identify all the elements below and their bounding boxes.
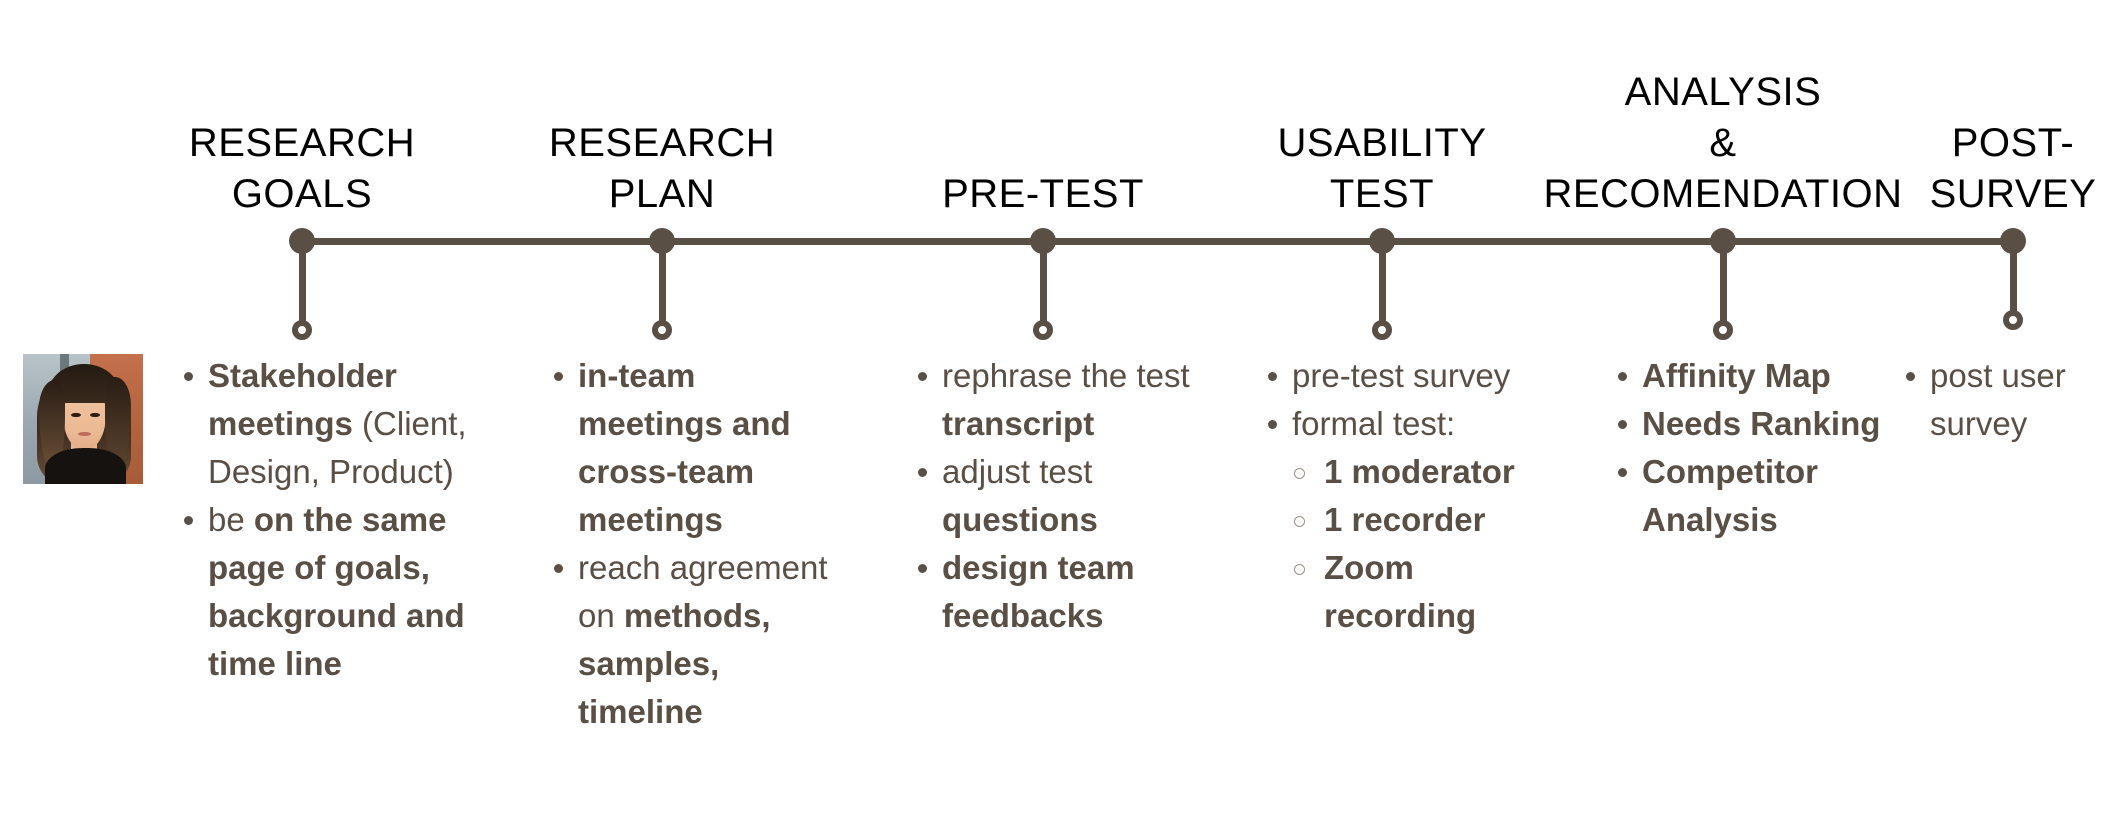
milestone-stem: [298, 240, 306, 330]
photo-mouth: [78, 432, 92, 436]
subbullet-3-0-run-0: 1 moderator: [1324, 453, 1515, 490]
bullet-list: pre-test survey formal test:: [1262, 352, 1562, 448]
photo-eye-right: [90, 412, 100, 418]
bullet-0-0-run-0: Stakeholder meetings: [208, 357, 397, 442]
photo-eye-left: [71, 412, 81, 418]
list-item: in-team meetings and cross-team meetings: [548, 352, 848, 544]
bullet-0-1-run-1: on the same page of goals, background an…: [208, 501, 465, 682]
bullet-2-2-run-0: design team feedbacks: [942, 549, 1135, 634]
milestone-stem: [1378, 240, 1386, 330]
bullet-0-1-run-0: be: [208, 501, 254, 538]
milestone-ring-icon: [652, 320, 672, 340]
bullet-list: post user survey: [1900, 352, 2115, 448]
bullet-5-0-run-0: post user survey: [1930, 357, 2066, 442]
list-item: rephrase the test transcript: [912, 352, 1232, 448]
milestone-ring-icon: [1713, 320, 1733, 340]
list-item: formal test:: [1262, 400, 1562, 448]
milestone-stem: [658, 240, 666, 330]
bullet-3-0-run-0: pre-test survey: [1292, 357, 1511, 394]
list-item: post user survey: [1900, 352, 2115, 448]
stage-column-research-goals: Stakeholder meetings (Client, Design, Pr…: [178, 352, 508, 688]
stage-heading-usability-test: USABILITY TEST: [1277, 121, 1487, 216]
list-item: be on the same page of goals, background…: [178, 496, 508, 688]
photo-sweater: [44, 447, 127, 484]
timeline-rail: [302, 238, 2013, 245]
list-item: Competitor Analysis: [1612, 448, 1902, 544]
bullet-1-1-run-1: methods, samples, timeline: [578, 597, 771, 730]
bullet-2-0-run-1: transcript: [942, 405, 1095, 442]
milestone-stem: [1719, 240, 1727, 330]
sub-list-item: 1 recorder: [1288, 496, 1562, 544]
bullet-list: Stakeholder meetings (Client, Design, Pr…: [178, 352, 508, 688]
sub-list-item: 1 moderator: [1288, 448, 1562, 496]
stage-column-research-plan: in-team meetings and cross-team meetings…: [548, 352, 848, 736]
bullet-4-2-run-0: Competitor Analysis: [1642, 453, 1818, 538]
bullet-4-1-run-0: Needs Ranking: [1642, 405, 1881, 442]
bullet-2-1-run-0: adjust test: [942, 453, 1093, 490]
stage-column-post-survey: post user survey: [1900, 352, 2115, 448]
bullet-0-0-run-1: (Client, Design, Product): [208, 405, 467, 490]
list-item: adjust test questions: [912, 448, 1232, 544]
list-item: Stakeholder meetings (Client, Design, Pr…: [178, 352, 508, 496]
subbullet-3-2-run-0: Zoom recording: [1324, 549, 1477, 634]
stage-heading-analysis-recomendation: ANALYSIS & RECOMENDATION: [1543, 70, 1903, 216]
milestone-ring-icon: [292, 320, 312, 340]
bullet-2-0-run-0: rephrase the test: [942, 357, 1190, 394]
list-item: Affinity Map: [1612, 352, 1902, 400]
list-item: Needs Ranking: [1612, 400, 1902, 448]
bullet-1-0-run-0: in-team meetings and cross-team meetings: [578, 357, 791, 538]
list-item: design team feedbacks: [912, 544, 1232, 640]
stage-heading-pre-test: PRE-TEST: [942, 172, 1144, 216]
bullet-1-1-run-0: reach agreement on: [578, 549, 828, 634]
stage-heading-research-goals: RESEARCH GOALS: [188, 121, 416, 216]
milestone-stem: [1039, 240, 1047, 330]
subbullet-3-1-run-0: 1 recorder: [1324, 501, 1486, 538]
milestone-stem: [2009, 240, 2017, 320]
list-item: reach agreement on methods, samples, tim…: [548, 544, 848, 736]
bullet-list: in-team meetings and cross-team meetings…: [548, 352, 848, 736]
stage-heading-post-survey: POST- SURVEY: [1929, 121, 2097, 216]
bullet-2-1-run-1: questions: [942, 501, 1098, 538]
sub-list-item: Zoom recording: [1288, 544, 1562, 640]
milestone-ring-icon: [1372, 320, 1392, 340]
stage-headings-layer: RESEARCH GOALS RESEARCH PLAN PRE-TEST USABI…: [0, 0, 2127, 220]
milestone-ring-icon: [1033, 320, 1053, 340]
bullet-3-1-run-0: formal test:: [1292, 405, 1456, 442]
list-item: pre-test survey: [1262, 352, 1562, 400]
bullet-4-0-run-0: Affinity Map: [1642, 357, 1831, 394]
milestone-ring-icon: [2003, 310, 2023, 330]
timeline-layer: [0, 0, 2127, 340]
stage-heading-research-plan: RESEARCH PLAN: [548, 121, 776, 216]
profile-photo: [23, 354, 143, 484]
